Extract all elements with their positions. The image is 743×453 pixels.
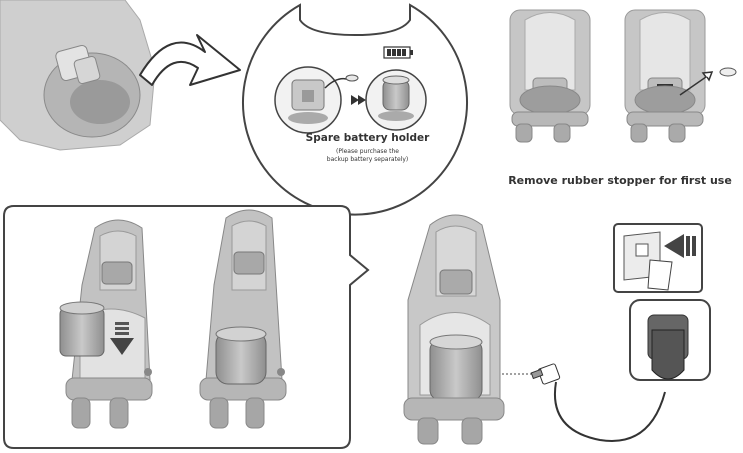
- battery-insert-callout-box: [3, 205, 370, 449]
- charger-cable: [554, 381, 666, 442]
- battery-level-icon: [383, 46, 413, 59]
- dock-inserting-battery: [59, 219, 153, 429]
- double-arrow-icon: [351, 95, 366, 105]
- dc-plug: [530, 363, 561, 385]
- wall-outlet-with-adapter: [629, 299, 711, 381]
- holder-closeup-photo: [0, 0, 156, 151]
- plug-inset-panel: [613, 223, 703, 293]
- rubber-stopper: [345, 74, 359, 82]
- stopper-out-arrow: [679, 71, 714, 96]
- plug-insert-arrow-icon: [664, 234, 696, 258]
- dock-closeup-with-stopper: [509, 9, 591, 143]
- holder-with-stopper-circle: [274, 66, 342, 134]
- down-arrow-icon: [110, 322, 134, 355]
- holder-note-line2: backup battery separately): [326, 156, 409, 163]
- dock-closeup-stopper-removed: [624, 9, 706, 143]
- holder-note-line1: (Please purchase the: [335, 148, 399, 155]
- spare-holder-callout: [242, 3, 468, 216]
- stopper-caption: Remove rubber stopper for first use: [508, 174, 732, 187]
- holder-title: Spare battery holder: [305, 132, 430, 144]
- curved-arrow-icon: [139, 34, 241, 86]
- dock-battery-seated: [199, 209, 287, 429]
- removed-rubber-stopper: [719, 67, 737, 77]
- holder-with-battery-circle: [365, 69, 427, 131]
- dock-charging: [403, 214, 505, 445]
